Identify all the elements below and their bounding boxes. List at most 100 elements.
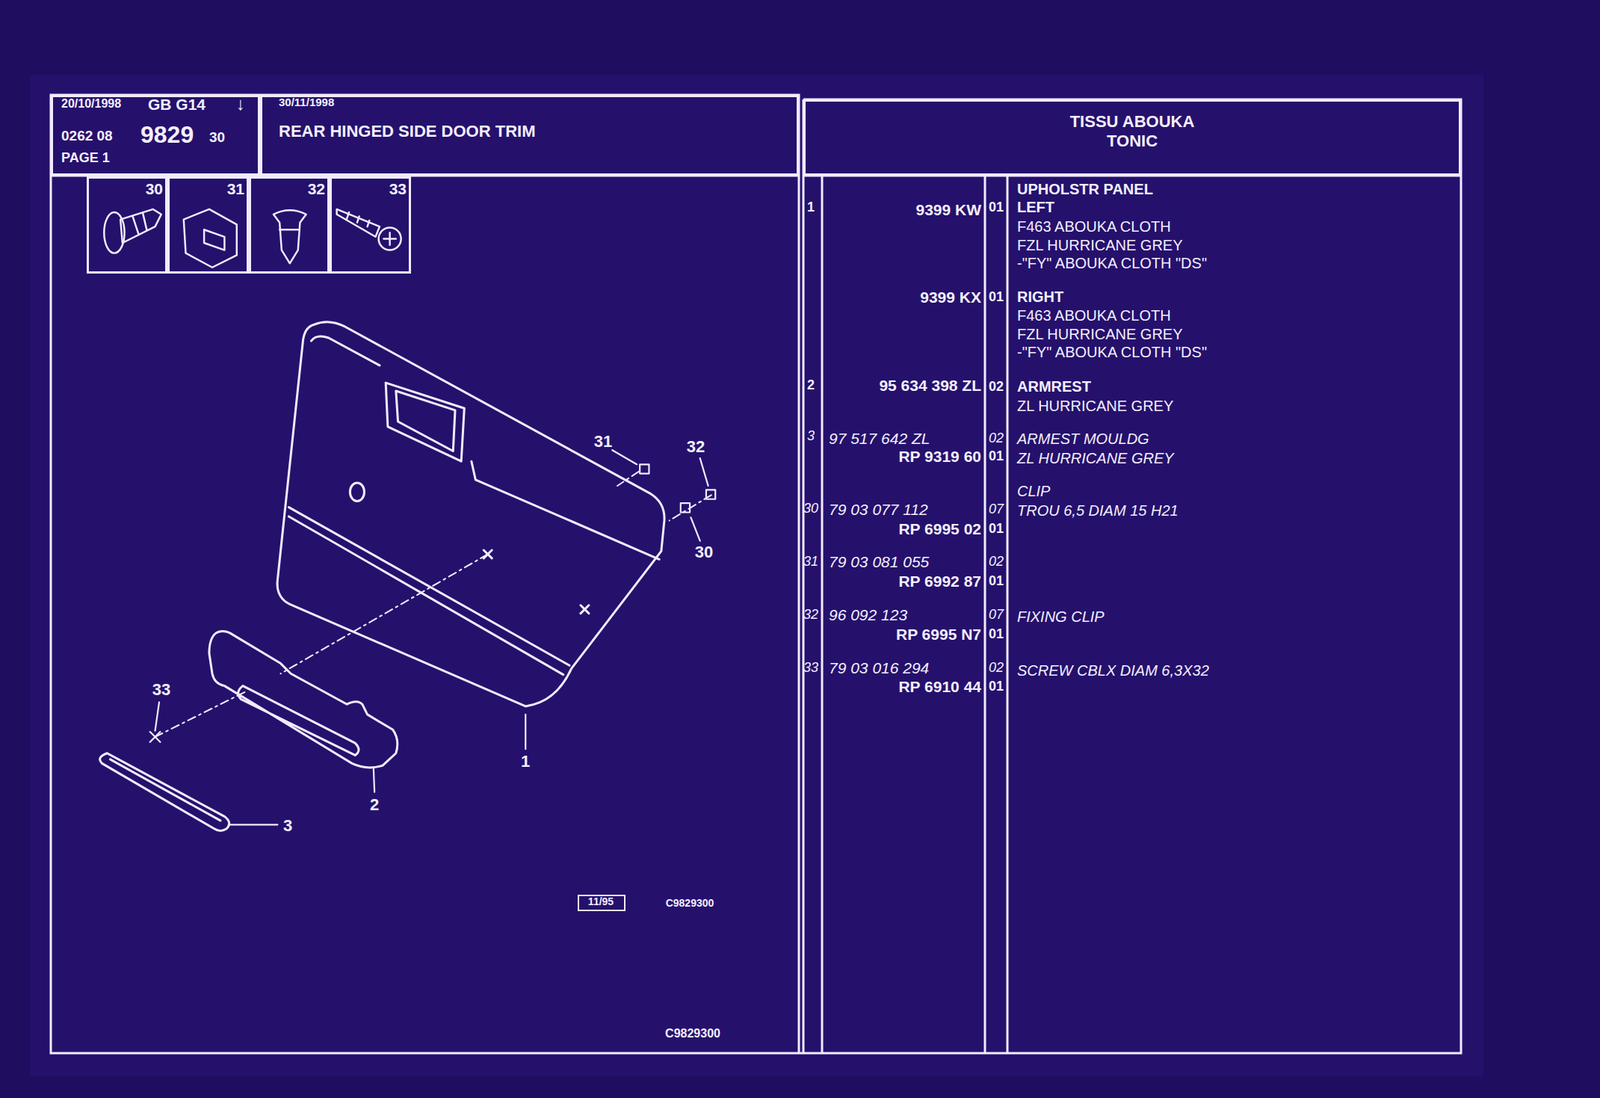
page-frame — [50, 94, 1461, 1053]
description: ZL HURRICANE GREY — [1017, 398, 1174, 414]
part-number: 9399 KX — [919, 289, 982, 305]
part-number: 79 03 081 055 — [828, 553, 929, 570]
quantity: 01 — [988, 200, 1004, 214]
quantity: 01 — [988, 573, 1004, 588]
pull-recess — [385, 382, 465, 462]
description: LEFT — [1017, 199, 1055, 215]
callout-number: 3 — [283, 817, 293, 835]
description: ARMEST MOULDG — [1017, 431, 1150, 447]
retaining-clip — [183, 209, 237, 268]
item-number: 32 — [803, 607, 819, 622]
quantity: 02 — [988, 379, 1004, 394]
header-text: 30/11/1998 — [278, 96, 335, 108]
quantity: 02 — [988, 554, 1004, 568]
callout-number: 30 — [145, 180, 163, 197]
quantity: 02 — [988, 660, 1004, 675]
header-text: ↓ — [236, 94, 246, 113]
callout-number: 2 — [369, 796, 379, 814]
callout-number: 33 — [152, 681, 171, 698]
header-cell: TISSU ABOUKA TONIC — [803, 99, 1461, 176]
quantity: 07 — [988, 502, 1004, 516]
door-trim-panel — [277, 322, 665, 707]
armrest — [209, 631, 398, 768]
icon-box: 30 — [86, 176, 168, 274]
header-text: 0262 08 — [61, 128, 113, 143]
drawing-reference: C9829300 — [665, 1027, 721, 1040]
exploded-view — [100, 209, 716, 832]
fixing-marks — [483, 550, 589, 614]
description: F463 ABOUKA CLOTH — [1017, 307, 1172, 323]
armrest-moulding — [100, 753, 230, 832]
description: ZL HURRICANE GREY — [1017, 450, 1175, 466]
icon-box: 31 — [167, 176, 249, 274]
description: SCREW CBLX DIAM 6,3X32 — [1017, 662, 1210, 678]
quantity: 02 — [988, 431, 1004, 445]
callout-number: 33 — [389, 180, 407, 197]
callout-number: 31 — [227, 180, 245, 197]
description: CLIP — [1017, 483, 1050, 499]
header-text: 9829 — [140, 122, 194, 147]
header-cell: 30/11/1998REAR HINGED SIDE DOOR TRIM — [260, 94, 799, 176]
part-number: RP 6992 87 — [898, 573, 982, 589]
part-number: 9399 KW — [915, 201, 982, 218]
part-number: RP 6910 44 — [898, 678, 982, 695]
part-number: 97 517 642 ZL — [828, 430, 930, 447]
screw — [337, 209, 380, 237]
assembly-lines — [155, 471, 712, 737]
callout-number: 30 — [695, 544, 713, 561]
description: F463 ABOUKA CLOTH — [1017, 218, 1172, 234]
screw-head — [378, 227, 402, 251]
part-number: 95 634 398 ZL — [878, 377, 982, 394]
callout-number: 32 — [307, 180, 326, 197]
header-text: GB G14 — [147, 96, 206, 113]
header-text: REAR HINGED SIDE DOOR TRIM — [278, 123, 536, 140]
part-icons — [103, 209, 401, 268]
description: -"FY" ABOUKA CLOTH "DS" — [1017, 255, 1207, 271]
description: TROU 6,5 DIAM 15 H21 — [1017, 502, 1179, 518]
description: -"FY" ABOUKA CLOTH "DS" — [1017, 344, 1207, 360]
part-number: 79 03 077 112 — [828, 501, 929, 518]
item-number: 30 — [803, 501, 819, 515]
part-number: 79 03 016 294 — [828, 659, 929, 676]
description: FIXING CLIP — [1017, 609, 1105, 625]
item-number: 1 — [807, 200, 815, 214]
clip-markers — [639, 464, 716, 512]
quantity: 01 — [988, 449, 1004, 463]
part-number: RP 6995 02 — [898, 520, 982, 537]
description: RIGHT — [1017, 289, 1064, 305]
header-text: PAGE 1 — [61, 150, 110, 165]
lock-hole — [349, 482, 364, 502]
callout-number: 31 — [594, 433, 613, 450]
quantity: 07 — [988, 607, 1004, 622]
description: ARMREST — [1017, 378, 1092, 394]
quantity: 01 — [988, 679, 1004, 693]
icon-box: 33 — [329, 176, 412, 274]
header-text: 20/10/1998 — [61, 97, 122, 110]
description: FZL HURRICANE GREY — [1017, 326, 1183, 342]
header-text: TONIC — [1106, 133, 1158, 150]
quantity: 01 — [988, 626, 1004, 641]
quantity: 01 — [988, 521, 1004, 536]
item-number: 3 — [807, 428, 815, 443]
item-number: 31 — [803, 554, 819, 568]
callout-number: 1 — [520, 753, 530, 770]
quantity: 01 — [988, 289, 1004, 304]
header-cell: 20/10/1998 GB G14 ↓ 0262 08 9829 30PAGE 1 — [50, 94, 261, 176]
part-number: RP 6995 N7 — [896, 626, 982, 642]
plug-clip — [273, 209, 307, 264]
screw-slot — [383, 232, 396, 245]
leader-lines — [150, 449, 709, 825]
part-number: 96 092 123 — [828, 606, 908, 623]
panel-trim-lines — [288, 336, 660, 675]
push-clip-shank — [120, 209, 162, 243]
item-number: 2 — [807, 378, 815, 392]
date-stamp-box: 11/95 — [577, 894, 626, 911]
header-text: 30 — [209, 130, 225, 145]
item-number: 33 — [803, 660, 819, 675]
header-text: TISSU ABOUKA — [1070, 113, 1195, 131]
frame-lines — [50, 94, 1461, 1053]
drawing-reference: C9829300 — [665, 897, 715, 908]
callout-number: 32 — [686, 438, 705, 456]
